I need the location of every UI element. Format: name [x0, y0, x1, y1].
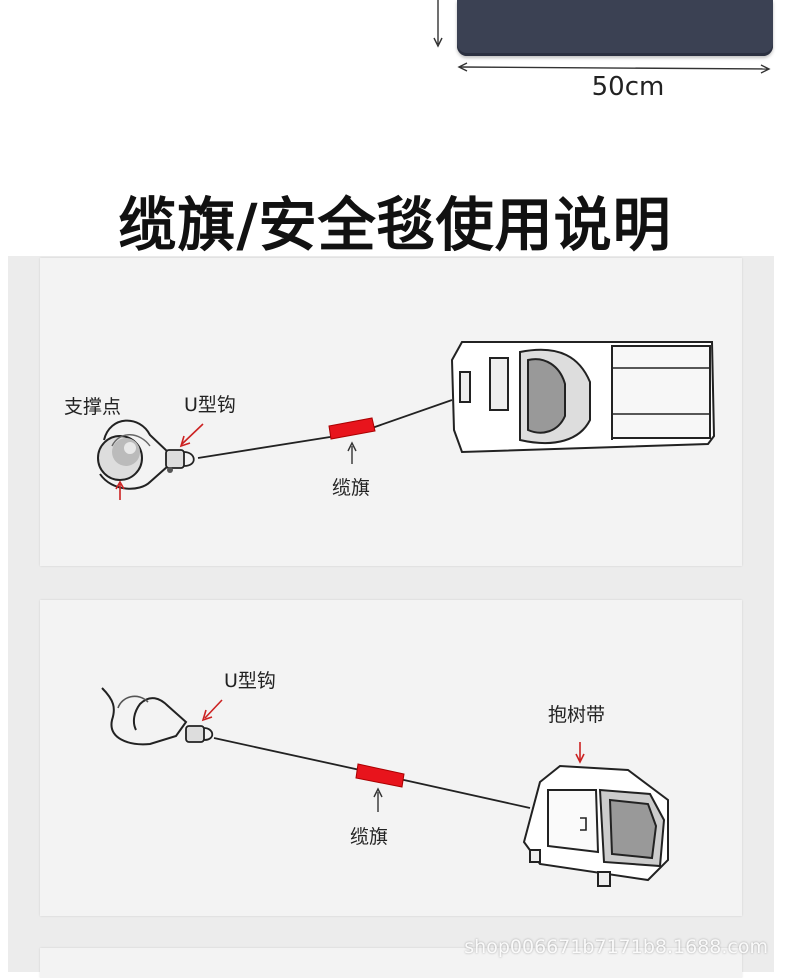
dimension-lines	[433, 0, 771, 74]
safety-mat-image	[457, 0, 773, 56]
cable-flag-icon	[355, 763, 405, 788]
page-title: 缆旗/安全毯使用说明	[118, 191, 672, 259]
flag-label-2: 缆旗	[350, 826, 389, 848]
width-dimension-label: 50cm	[591, 72, 665, 102]
u-hook-label-1: U型钩	[184, 394, 236, 416]
support-point-label: 支撑点	[64, 396, 122, 418]
u-hook-label-2: U型钩	[224, 670, 276, 692]
u-hook-icon	[185, 725, 214, 743]
strap-hook-icon	[101, 687, 188, 746]
flag-label-1: 缆旗	[332, 477, 371, 499]
cable-flag-icon	[328, 417, 376, 440]
shop-watermark: shop006671b7171b8.1688.com	[464, 936, 768, 958]
tree-strap-label: 抱树带	[548, 704, 606, 726]
vehicle-icon	[522, 764, 669, 887]
u-hook-icon	[165, 449, 195, 473]
pickup-truck-icon	[450, 341, 716, 454]
